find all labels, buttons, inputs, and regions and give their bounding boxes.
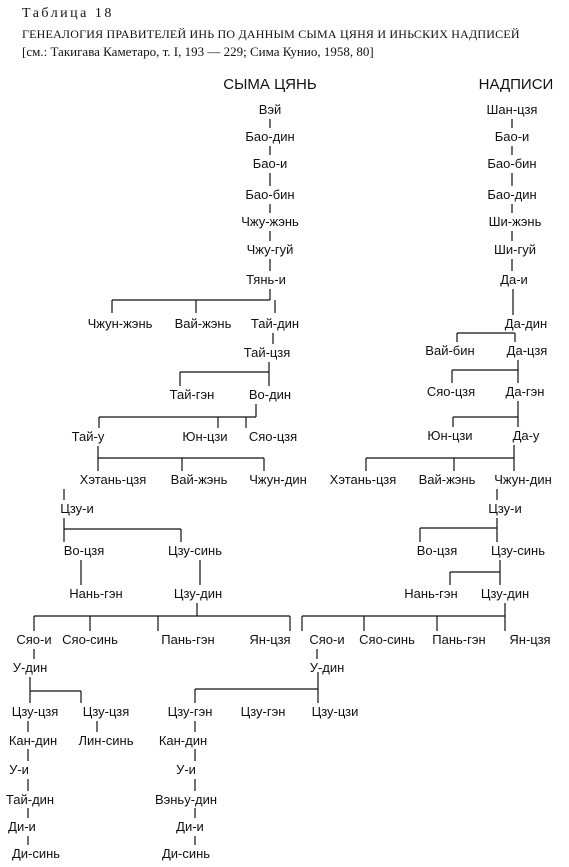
ruler-name-sima-qian: Чжун-дин (249, 472, 307, 487)
ruler-name-inscriptions: Бао-дин (487, 187, 536, 202)
table-title: ГЕНЕАЛОГИЯ ПРАВИТЕЛЕЙ ИНЬ ПО ДАННЫМ СЫМА… (22, 27, 520, 41)
ruler-name-sima-qian: Вай-жэнь (171, 472, 228, 487)
ruler-name-inscriptions: Бао-и (495, 129, 530, 144)
table-number: Таблица 18 (22, 6, 114, 21)
ruler-name-inscriptions: Цзу-и (488, 501, 522, 516)
ruler-name-sima-qian: Чжу-жэнь (241, 214, 299, 229)
ruler-name-inscriptions: Ши-гуй (494, 242, 536, 257)
ruler-name-inscriptions: Сяо-синь (359, 632, 415, 647)
ruler-name-sima-qian: Ян-цзя (249, 632, 290, 647)
ruler-name-sima-qian: Цзу-и (60, 501, 94, 516)
lineage-lines (27, 119, 519, 845)
ruler-name-inscriptions: Пань-гэн (432, 632, 485, 647)
ruler-name-inscriptions: Да-цзя (507, 343, 548, 358)
ruler-name-sima-qian: Цзу-гэн (168, 704, 213, 719)
ruler-name-inscriptions: Хэтань-цзя (330, 472, 397, 487)
ruler-name-sima-qian: Сяо-синь (62, 632, 118, 647)
ruler-name-inscriptions: Ян-цзя (509, 632, 550, 647)
ruler-name-sima-qian: У-и (9, 762, 29, 777)
ruler-name-sima-qian: Во-цзя (64, 543, 105, 558)
ruler-name-sima-qian: Бао-дин (245, 129, 294, 144)
ruler-name-sima-qian: Лин-синь (78, 733, 133, 748)
ruler-name-sima-qian: Чжу-гуй (247, 242, 294, 257)
ruler-name-inscriptions: Сяо-цзя (427, 384, 475, 399)
ruler-name-sima-qian: Цзу-синь (168, 543, 222, 558)
ruler-name-sima-qian: Ди-и (8, 819, 36, 834)
ruler-names: ВэйБао-динБао-иБао-бинЧжу-жэньЧжу-гуйТян… (6, 102, 552, 861)
ruler-name-inscriptions: Да-и (500, 272, 528, 287)
ruler-name-sima-qian: Юн-цзи (182, 429, 227, 444)
ruler-name-sima-qian: Вай-жэнь (175, 316, 232, 331)
ruler-name-sima-qian: Ди-синь (162, 846, 210, 861)
column-heading-sima-qian: СЫМА ЦЯНЬ (223, 76, 317, 93)
ruler-name-sima-qian: Ди-и (176, 819, 204, 834)
ruler-name-sima-qian: Бао-бин (245, 187, 294, 202)
ruler-name-sima-qian: Бао-и (253, 156, 288, 171)
ruler-name-sima-qian: Сяо-и (16, 632, 51, 647)
ruler-name-inscriptions: У-дин (310, 660, 345, 675)
ruler-name-sima-qian: Пань-гэн (161, 632, 214, 647)
ruler-name-sima-qian: Во-дин (249, 387, 291, 402)
ruler-name-sima-qian: Цзу-цзи (312, 704, 359, 719)
ruler-name-sima-qian: Цзу-дин (174, 586, 222, 601)
ruler-name-sima-qian: Нань-гэн (69, 586, 122, 601)
ruler-name-inscriptions: Шан-цзя (487, 102, 538, 117)
ruler-name-sima-qian: Тай-дин (251, 316, 299, 331)
ruler-name-inscriptions: Вай-жэнь (419, 472, 476, 487)
column-heading-inscriptions: НАДПИСИ (479, 76, 554, 93)
ruler-name-sima-qian: Чжун-жэнь (88, 316, 153, 331)
ruler-name-sima-qian: Кан-дин (159, 733, 207, 748)
ruler-name-sima-qian: Тай-дин (6, 792, 54, 807)
ruler-name-inscriptions: Во-цзя (417, 543, 458, 558)
ruler-name-inscriptions: Цзу-синь (491, 543, 545, 558)
ruler-name-sima-qian: Вэньу-дин (155, 792, 217, 807)
ruler-name-inscriptions: Да-гэн (506, 384, 545, 399)
ruler-name-sima-qian: Тай-гэн (170, 387, 215, 402)
ruler-name-sima-qian: Цзу-цзя (83, 704, 130, 719)
ruler-name-inscriptions: Нань-гэн (404, 586, 457, 601)
ruler-name-inscriptions: Юн-цзи (427, 428, 472, 443)
ruler-name-inscriptions: Сяо-и (309, 632, 344, 647)
ruler-name-inscriptions: Ши-жэнь (489, 214, 542, 229)
ruler-name-sima-qian: Хэтань-цзя (80, 472, 147, 487)
ruler-name-inscriptions: Бао-бин (487, 156, 536, 171)
table-source: [см.: Такигава Каметаро, т. I, 193 — 229… (22, 44, 374, 59)
ruler-name-sima-qian: Тай-цзя (244, 345, 290, 360)
ruler-name-inscriptions: Чжун-дин (494, 472, 552, 487)
ruler-name-inscriptions: Цзу-дин (481, 586, 529, 601)
ruler-name-sima-qian: Вэй (259, 102, 282, 117)
ruler-name-sima-qian: Цзу-цзя (12, 704, 59, 719)
ruler-name-sima-qian: Сяо-цзя (249, 429, 297, 444)
ruler-name-sima-qian: У-дин (13, 660, 48, 675)
ruler-name-sima-qian: У-и (176, 762, 196, 777)
ruler-name-sima-qian: Тянь-и (246, 272, 286, 287)
ruler-name-inscriptions: Да-дин (505, 316, 547, 331)
ruler-name-inscriptions: Да-у (513, 428, 540, 443)
ruler-name-sima-qian: Ди-синь (12, 846, 60, 861)
ruler-name-sima-qian: Тай-у (72, 429, 105, 444)
ruler-name-inscriptions: Вай-бин (425, 343, 474, 358)
ruler-name-sima-qian: Кан-дин (9, 733, 57, 748)
ruler-name-sima-qian: Цзу-гэн (241, 704, 286, 719)
